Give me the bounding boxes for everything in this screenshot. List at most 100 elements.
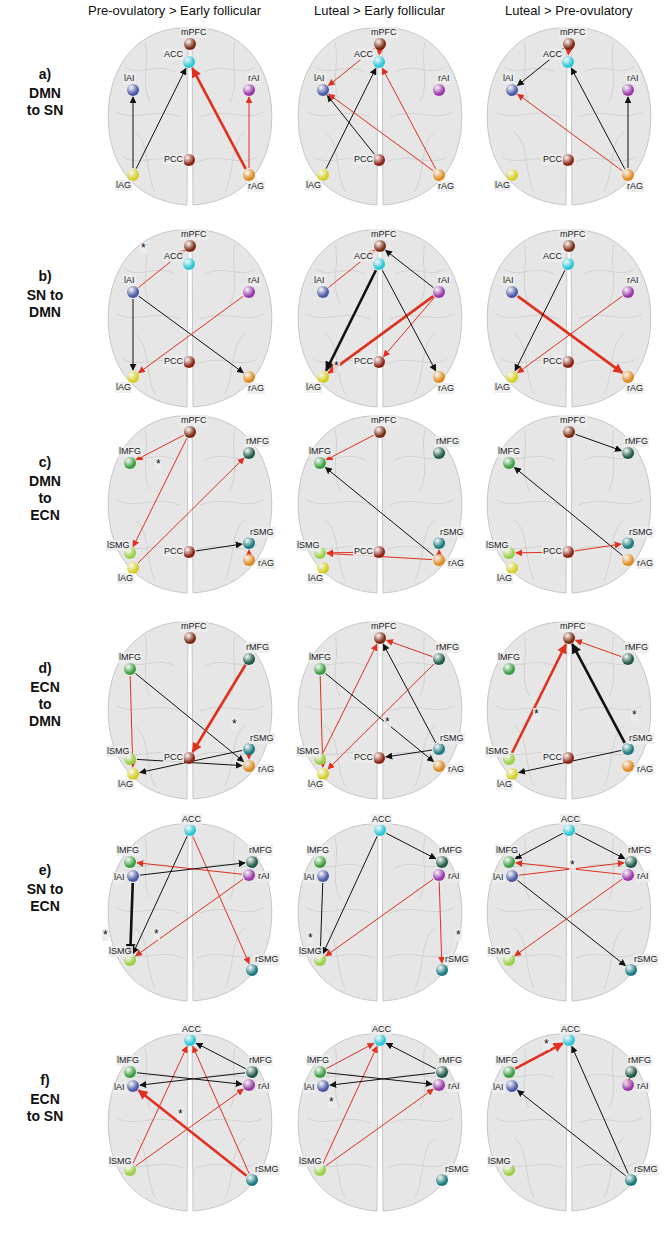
region-label: lAI: [502, 73, 515, 84]
brain-region-node: rSMG: [436, 964, 448, 976]
connectivity-arrow: [325, 673, 433, 761]
brain-region-node: rSMG: [625, 964, 637, 976]
region-label: lAG: [496, 779, 513, 790]
region-label: PCC: [542, 154, 563, 165]
region-label: mPFC: [559, 27, 587, 38]
connectivity-arrow: [138, 250, 184, 287]
region-label: lSMG: [296, 540, 321, 551]
brain-region-node: PCC: [562, 546, 574, 558]
row-letter: f): [23, 1072, 67, 1088]
region-label: rAI: [447, 871, 461, 882]
region-label: lAG: [115, 382, 132, 393]
brain-region-node: ACC: [183, 56, 195, 68]
region-label: PCC: [353, 752, 374, 763]
connectivity-arrow: [328, 250, 374, 287]
region-label: lAI: [502, 275, 515, 286]
brain-region-node: lAI: [317, 870, 329, 882]
region-label: PCC: [542, 356, 563, 367]
brain-region-node: lMFG: [124, 856, 136, 868]
brain-region-node: lSMG: [124, 954, 136, 966]
region-label: ACC: [542, 251, 563, 262]
region-label: lSMG: [485, 540, 510, 551]
brain-region-node: lMFG: [314, 856, 326, 868]
region-label: lMFG: [116, 1055, 140, 1066]
region-label: ACC: [181, 1024, 202, 1035]
brain-region-node: lAG: [506, 768, 518, 780]
connectivity-arrow: [192, 68, 245, 169]
brain-region-node: rAI: [243, 286, 255, 298]
brain-region-node: rSMG: [622, 537, 634, 549]
region-label: PCC: [542, 752, 563, 763]
connectivity-arrow: [326, 68, 376, 168]
region-label: mPFC: [180, 229, 208, 240]
connectivity-arrow: [518, 296, 623, 373]
connectivity-arrow: [329, 94, 434, 171]
brain-region-node: ACC: [563, 824, 575, 836]
region-label: rAG: [447, 558, 465, 569]
brain-region-node: lAG: [506, 169, 518, 181]
region-label: mPFC: [370, 229, 398, 240]
region-label: lMFG: [497, 652, 521, 663]
significance-asterisk: *: [631, 709, 638, 721]
region-label: rAI: [257, 871, 271, 882]
brain-region-node: lAI: [506, 84, 518, 96]
connectivity-arrow: [328, 664, 434, 769]
connectivity-arrow: [137, 1073, 242, 1084]
connectivity-arrow: [323, 1046, 377, 1163]
region-label: rSMG: [628, 733, 654, 744]
connectivity-arrow: [249, 756, 250, 759]
region-label: lAG: [494, 180, 511, 191]
connectivity-arrow: [193, 836, 249, 963]
brain-region-node: lSMG: [124, 1164, 136, 1176]
connectivity-arrow: [138, 458, 244, 563]
region-label: rAG: [447, 764, 465, 775]
column-header: Luteal > Pre-ovulatory: [505, 3, 633, 18]
significance-asterisk: *: [307, 932, 314, 944]
brain-region-node: lAI: [127, 870, 139, 882]
row-name: DMN to SN: [23, 85, 67, 119]
region-label: lSMG: [108, 946, 133, 957]
brain-region-node: rAI: [243, 1079, 255, 1091]
brain-region-node: rAG: [622, 554, 634, 566]
brain-region-node: ACC: [183, 258, 195, 270]
region-label: rSMG: [249, 733, 275, 744]
connectivity-arrow: [514, 467, 622, 555]
region-label: lSMG: [485, 746, 510, 757]
brain-region-node: lAI: [127, 84, 139, 96]
connectivity-arrow: [327, 95, 374, 154]
region-label: mPFC: [559, 415, 587, 426]
region-label: mPFC: [180, 27, 208, 38]
brain-region-node: rAG: [622, 760, 634, 772]
brain-region-node: ACC: [562, 56, 574, 68]
brain-region-node: lMFG: [314, 663, 326, 675]
connectivity-arrow: [575, 833, 625, 859]
brain-region-node: mPFC: [374, 632, 386, 644]
region-label: ACC: [353, 49, 374, 60]
connectivity-arrow: [575, 544, 621, 551]
region-label: rAI: [636, 871, 650, 882]
row-letter: c): [23, 454, 67, 470]
region-label: rAI: [626, 275, 640, 286]
region-label: rAI: [437, 275, 451, 286]
column-header: Luteal > Early follicular: [314, 3, 445, 18]
region-label: rMFG: [624, 642, 649, 653]
connectivity-arrow: [379, 51, 380, 55]
region-label: lMFG: [116, 845, 140, 856]
region-label: rMFG: [248, 845, 273, 856]
region-label: rMFG: [624, 436, 649, 447]
region-label: lAI: [492, 1082, 505, 1093]
brain-region-node: lSMG: [124, 753, 136, 765]
brain-region-node: mPFC: [184, 240, 196, 252]
brain-region-node: lMFG: [503, 1066, 515, 1078]
significance-asterisk: *: [533, 708, 540, 720]
brain-region-node: rAG: [433, 554, 445, 566]
column-header: Pre-ovulatory > Early follicular: [88, 3, 261, 18]
brain-region-node: rMFG: [622, 653, 634, 665]
connectivity-arrow: [386, 250, 434, 287]
row-name: SN to DMN: [23, 287, 67, 321]
brain-region-node: rAG: [243, 760, 255, 772]
connectivity-arrow: [518, 94, 623, 171]
row-letter: e): [23, 862, 67, 878]
brain-region-node: lMFG: [314, 1066, 326, 1078]
significance-asterisk: *: [153, 928, 160, 940]
